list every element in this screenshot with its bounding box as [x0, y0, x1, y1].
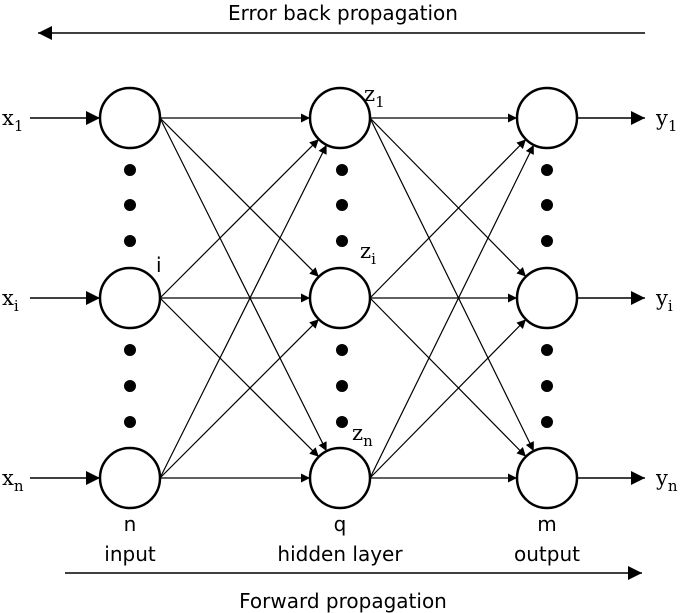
ellipsis-dot: [336, 416, 348, 428]
connection-line: [159, 117, 320, 278]
output-node: [515, 446, 579, 510]
input-count-label: n: [124, 512, 137, 536]
output-count-label: m: [537, 512, 556, 536]
forward-propagation-label: Forward propagation: [239, 589, 447, 613]
input-node: [98, 86, 162, 150]
connection-line: [159, 138, 320, 299]
connection-line: [159, 117, 328, 452]
ellipsis-dot: [124, 416, 136, 428]
hidden-node: [308, 446, 372, 510]
connection-line: [369, 144, 535, 479]
hidden-layer-label: hidden layer: [277, 542, 403, 566]
hidden-node-label-2: zi: [360, 239, 376, 268]
connections: [30, 111, 645, 485]
ellipsis-dot: [541, 344, 553, 356]
connection-line: [159, 318, 320, 479]
ellipsis-dot: [124, 164, 136, 176]
output-node: [515, 266, 579, 330]
ellipsis-dot: [541, 164, 553, 176]
ellipsis-dot: [541, 380, 553, 392]
input-node: [98, 446, 162, 510]
ellipsis-dot: [336, 199, 348, 211]
input-label-1: x1: [2, 106, 23, 135]
input-label-2: xi: [2, 286, 19, 315]
nodes: [98, 86, 579, 510]
input-layer-label: input: [104, 542, 156, 566]
input-label-3: xn: [2, 466, 24, 495]
ellipsis-dot: [541, 416, 553, 428]
connection-line: [369, 297, 527, 458]
hidden-node: [308, 86, 372, 150]
input-node-i-label: i: [156, 253, 162, 277]
output-label-1: y1: [655, 106, 677, 135]
connection-line: [369, 318, 527, 479]
output-node: [515, 86, 579, 150]
ellipsis-dot: [336, 344, 348, 356]
ellipsis-dot: [336, 380, 348, 392]
output-layer-label: output: [514, 542, 580, 566]
ellipsis-dot: [541, 235, 553, 247]
connection-line: [369, 138, 527, 299]
connection-line: [159, 297, 320, 458]
error-back-propagation-arrow: Error back propagation: [38, 1, 645, 40]
labels: n input q hidden layer m output i x1 xi xn…: [2, 82, 678, 566]
input-node: [98, 266, 162, 330]
forward-propagation-arrow: Forward propagation: [65, 566, 642, 613]
ellipsis-dot: [124, 344, 136, 356]
ellipsis-dot: [124, 235, 136, 247]
ellipsis-dot: [124, 199, 136, 211]
connection-line: [159, 144, 328, 479]
ellipsis-dot: [336, 235, 348, 247]
connection-line: [369, 117, 527, 278]
ellipsis-dot: [124, 380, 136, 392]
ellipsis-dot: [541, 199, 553, 211]
hidden-node: [308, 266, 372, 330]
hidden-node-label-3: zn: [352, 421, 373, 450]
output-label-3: yn: [655, 466, 678, 495]
hidden-count-label: q: [334, 512, 347, 536]
connection-line: [369, 117, 535, 452]
error-back-propagation-label: Error back propagation: [228, 1, 458, 25]
output-label-2: yi: [655, 286, 673, 315]
ellipsis-dot: [336, 164, 348, 176]
